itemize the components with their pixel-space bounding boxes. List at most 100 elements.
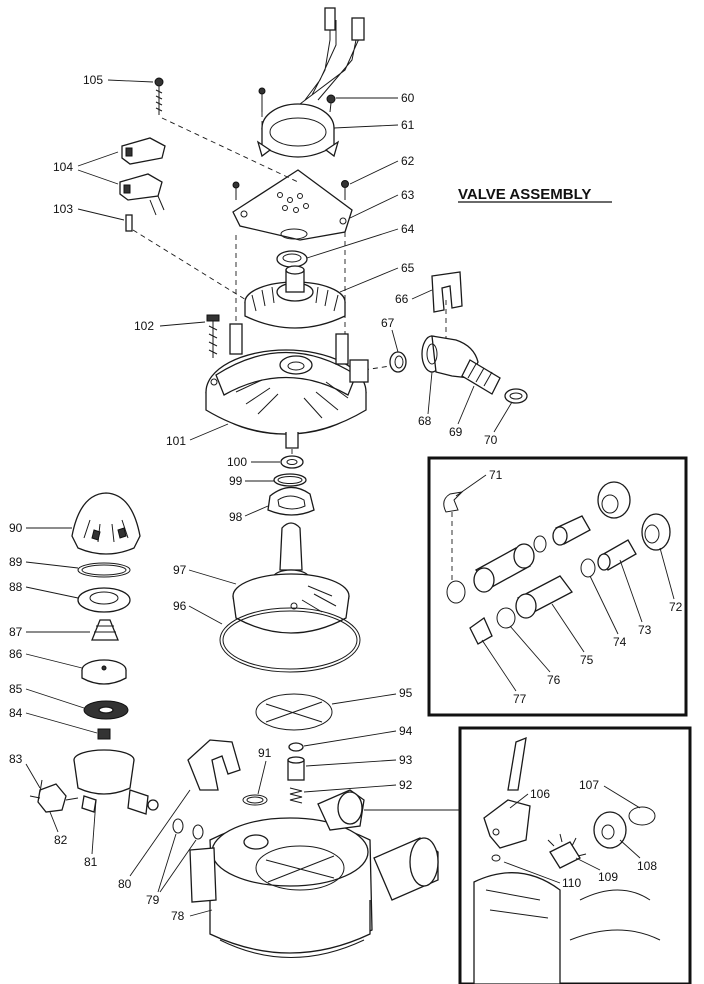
part-105-screw xyxy=(154,77,164,115)
part-82-83-fitting xyxy=(29,779,79,813)
svg-text:72: 72 xyxy=(669,600,683,614)
svg-text:70: 70 xyxy=(484,433,498,447)
part-81-body xyxy=(73,749,159,815)
svg-text:109: 109 xyxy=(598,870,618,884)
svg-text:92: 92 xyxy=(399,778,413,792)
part-80-clip xyxy=(187,739,241,791)
label-109: 109 xyxy=(575,857,618,884)
svg-text:79: 79 xyxy=(146,893,160,907)
part-85-screen xyxy=(83,700,129,720)
svg-text:104: 104 xyxy=(53,160,73,174)
label-94: 94 xyxy=(303,724,413,747)
inset-box-injector xyxy=(427,456,688,717)
label-75: 75 xyxy=(551,603,594,667)
svg-text:82: 82 xyxy=(54,833,68,847)
svg-text:77: 77 xyxy=(513,692,527,706)
label-77: 77 xyxy=(481,639,527,706)
label-108: 108 xyxy=(619,839,657,873)
svg-text:84: 84 xyxy=(9,706,23,720)
label-60: 60 xyxy=(336,91,415,105)
svg-text:69: 69 xyxy=(449,425,463,439)
label-83: 83 xyxy=(9,752,41,789)
label-105: 105 xyxy=(83,73,154,87)
inset-injector-parts xyxy=(443,481,671,645)
label-110: 110 xyxy=(503,861,581,890)
part-91-oring xyxy=(242,794,268,806)
part-90-cap xyxy=(71,492,141,555)
part-79-orings xyxy=(172,818,204,840)
svg-text:90: 90 xyxy=(9,521,23,535)
part-97-piston xyxy=(232,522,350,634)
label-66: 66 xyxy=(395,289,433,306)
part-96-oring xyxy=(219,607,361,673)
svg-text:87: 87 xyxy=(9,625,23,639)
svg-text:107: 107 xyxy=(579,778,599,792)
label-91: 91 xyxy=(257,746,272,795)
part-63-plate xyxy=(232,169,353,241)
label-106: 106 xyxy=(509,787,550,809)
svg-text:74: 74 xyxy=(613,635,627,649)
svg-text:80: 80 xyxy=(118,877,132,891)
svg-text:65: 65 xyxy=(401,261,415,275)
svg-text:89: 89 xyxy=(9,555,23,569)
part-84-nut xyxy=(97,728,111,740)
label-88: 88 xyxy=(9,580,79,599)
svg-text:86: 86 xyxy=(9,647,23,661)
svg-text:96: 96 xyxy=(173,599,187,613)
svg-text:76: 76 xyxy=(547,673,561,687)
label-73: 73 xyxy=(619,559,652,637)
part-102-screw xyxy=(206,314,220,358)
label-87: 87 xyxy=(9,625,90,639)
label-64: 64 xyxy=(306,222,415,259)
part-99-oring xyxy=(273,473,307,487)
label-71: 71 xyxy=(455,468,503,497)
label-98: 98 xyxy=(229,505,269,524)
svg-text:110: 110 xyxy=(562,876,581,890)
svg-text:93: 93 xyxy=(399,753,413,767)
part-103-pin xyxy=(125,214,133,232)
svg-text:103: 103 xyxy=(53,202,73,216)
svg-text:68: 68 xyxy=(418,414,432,428)
part-64-seal xyxy=(276,250,308,268)
label-76: 76 xyxy=(509,625,561,687)
label-100: 100 xyxy=(227,455,280,469)
part-98-seal xyxy=(267,486,315,516)
label-89: 89 xyxy=(9,555,79,569)
label-103: 103 xyxy=(53,202,125,221)
label-97: 97 xyxy=(173,563,237,585)
label-86: 86 xyxy=(9,647,83,669)
label-92: 92 xyxy=(303,778,413,793)
svg-text:94: 94 xyxy=(399,724,413,738)
label-99: 99 xyxy=(229,474,274,488)
svg-text:100: 100 xyxy=(227,455,247,469)
part-93-sleeve xyxy=(287,756,305,781)
svg-text:67: 67 xyxy=(381,316,395,330)
part-65-gear xyxy=(244,265,346,329)
label-85: 85 xyxy=(9,682,85,709)
part-86-disc xyxy=(81,659,127,685)
svg-text:98: 98 xyxy=(229,510,243,524)
label-96: 96 xyxy=(173,599,223,625)
label-82: 82 xyxy=(49,811,68,847)
svg-text:105: 105 xyxy=(83,73,103,87)
svg-text:97: 97 xyxy=(173,563,187,577)
label-107: 107 xyxy=(579,778,641,809)
svg-text:99: 99 xyxy=(229,474,243,488)
part-92-spring xyxy=(289,787,303,804)
diagram-title: VALVE ASSEMBLY xyxy=(458,186,591,203)
part-66-clip xyxy=(431,271,463,313)
label-104: 104 xyxy=(53,151,119,185)
part-67-ring xyxy=(389,351,407,373)
label-61: 61 xyxy=(333,118,415,132)
part-70-hose-clamp xyxy=(504,388,528,404)
label-74: 74 xyxy=(589,575,627,649)
svg-text:62: 62 xyxy=(401,154,415,168)
label-70: 70 xyxy=(484,401,513,447)
part-94-washer xyxy=(288,742,304,752)
svg-text:102: 102 xyxy=(134,319,154,333)
svg-text:101: 101 xyxy=(166,434,186,448)
label-63: 63 xyxy=(349,188,415,219)
label-84: 84 xyxy=(9,706,98,734)
svg-text:85: 85 xyxy=(9,682,23,696)
